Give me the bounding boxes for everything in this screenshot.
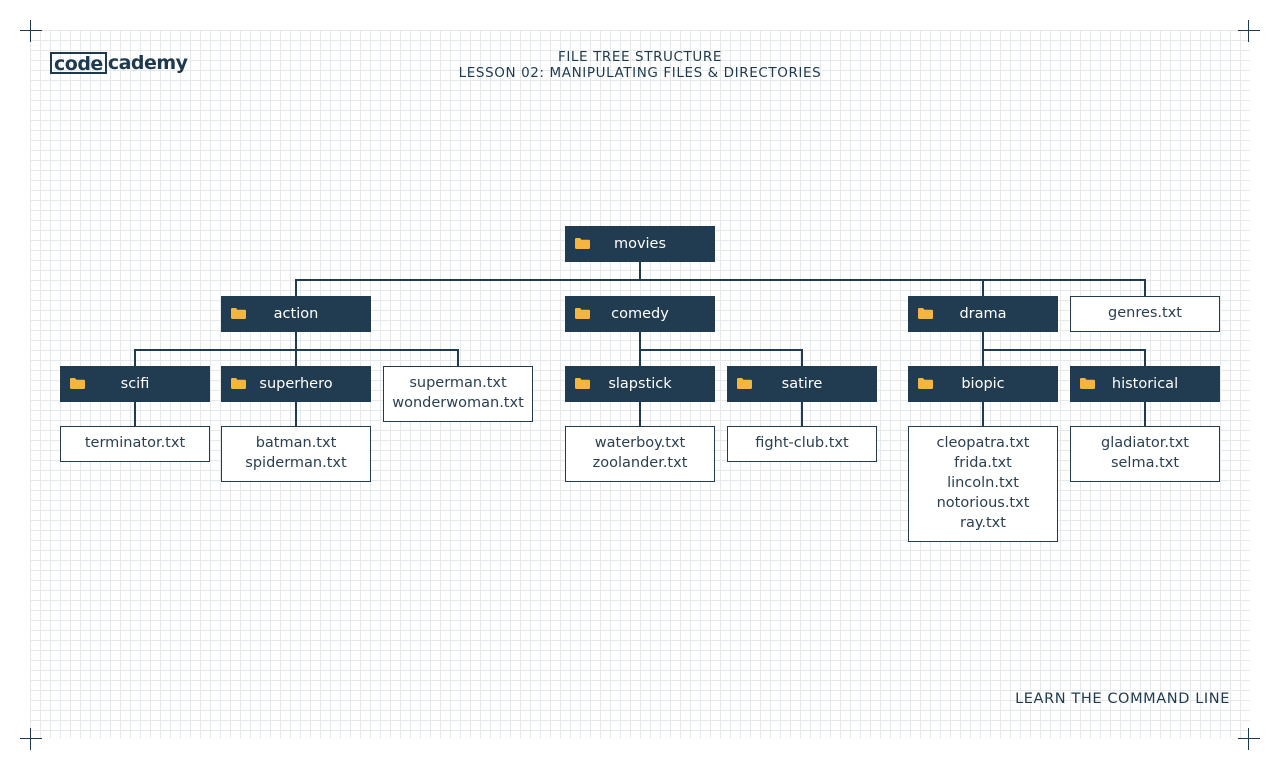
- file-name: genres.txt: [1108, 305, 1182, 321]
- file-name: frida.txt: [954, 455, 1012, 471]
- corner-crosshair-bottom-right: [1238, 728, 1260, 750]
- folder-label: scifi: [120, 376, 150, 392]
- file-name: notorious.txt: [936, 495, 1030, 511]
- folder-icon: [575, 378, 590, 389]
- file-node-genres[interactable]: genres.txt: [1070, 296, 1220, 332]
- logo-boxed-text: code: [50, 52, 107, 74]
- file-name: lincoln.txt: [947, 475, 1019, 491]
- folder-icon: [918, 308, 933, 319]
- folder-icon: [231, 308, 246, 319]
- folder-node-drama[interactable]: drama: [908, 296, 1058, 332]
- folder-node-satire[interactable]: satire: [727, 366, 877, 402]
- folder-icon: [737, 378, 752, 389]
- page-title: FILE TREE STRUCTURE: [557, 49, 722, 65]
- folder-icon: [575, 308, 590, 319]
- file-node-action-files[interactable]: superman.txt wonderwoman.txt: [383, 366, 533, 422]
- file-name: batman.txt: [255, 435, 337, 451]
- page-subtitle: LESSON 02: MANIPULATING FILES & DIRECTOR…: [458, 65, 822, 81]
- file-name: spiderman.txt: [245, 455, 347, 471]
- footer-caption: LEARN THE COMMAND LINE: [1015, 691, 1230, 707]
- logo-rest-text: cademy: [107, 52, 188, 74]
- folder-icon: [231, 378, 246, 389]
- folder-icon: [918, 378, 933, 389]
- folder-icon: [575, 238, 590, 249]
- folder-label: comedy: [611, 306, 669, 322]
- folder-label: action: [273, 306, 319, 322]
- folder-label: movies: [613, 236, 667, 252]
- file-node-superhero-files[interactable]: batman.txt spiderman.txt: [221, 426, 371, 482]
- file-node-slapstick-files[interactable]: waterboy.txt zoolander.txt: [565, 426, 715, 482]
- folder-node-movies[interactable]: movies: [565, 226, 715, 262]
- file-name: fight-club.txt: [755, 435, 849, 451]
- folder-label: drama: [959, 306, 1007, 322]
- folder-node-action[interactable]: action: [221, 296, 371, 332]
- file-name: superman.txt: [409, 375, 507, 391]
- folder-icon: [1080, 378, 1095, 389]
- folder-icon: [70, 378, 85, 389]
- file-name: cleopatra.txt: [936, 435, 1030, 451]
- corner-crosshair-top-left: [20, 20, 42, 42]
- file-name: waterboy.txt: [594, 435, 686, 451]
- folder-node-superhero[interactable]: superhero: [221, 366, 371, 402]
- folder-label: historical: [1111, 376, 1179, 392]
- corner-crosshair-top-right: [1238, 20, 1260, 42]
- file-node-historical-files[interactable]: gladiator.txt selma.txt: [1070, 426, 1220, 482]
- file-name: zoolander.txt: [592, 455, 688, 471]
- folder-label: slapstick: [608, 376, 672, 392]
- file-node-scifi-files[interactable]: terminator.txt: [60, 426, 210, 462]
- file-name: gladiator.txt: [1101, 435, 1189, 451]
- folder-node-historical[interactable]: historical: [1070, 366, 1220, 402]
- folder-node-scifi[interactable]: scifi: [60, 366, 210, 402]
- file-name: terminator.txt: [84, 435, 186, 451]
- file-node-satire-files[interactable]: fight-club.txt: [727, 426, 877, 462]
- file-name: selma.txt: [1110, 455, 1180, 471]
- file-node-biopic-files[interactable]: cleopatra.txt frida.txt lincoln.txt noto…: [908, 426, 1058, 542]
- folder-node-slapstick[interactable]: slapstick: [565, 366, 715, 402]
- page-header: FILE TREE STRUCTURE LESSON 02: MANIPULAT…: [0, 49, 1280, 81]
- folder-node-comedy[interactable]: comedy: [565, 296, 715, 332]
- folder-label: biopic: [961, 376, 1005, 392]
- folder-label: satire: [781, 376, 823, 392]
- folder-label: superhero: [259, 376, 333, 392]
- folder-node-biopic[interactable]: biopic: [908, 366, 1058, 402]
- file-name: wonderwoman.txt: [392, 395, 524, 411]
- file-name: ray.txt: [960, 515, 1006, 531]
- corner-crosshair-bottom-left: [20, 728, 42, 750]
